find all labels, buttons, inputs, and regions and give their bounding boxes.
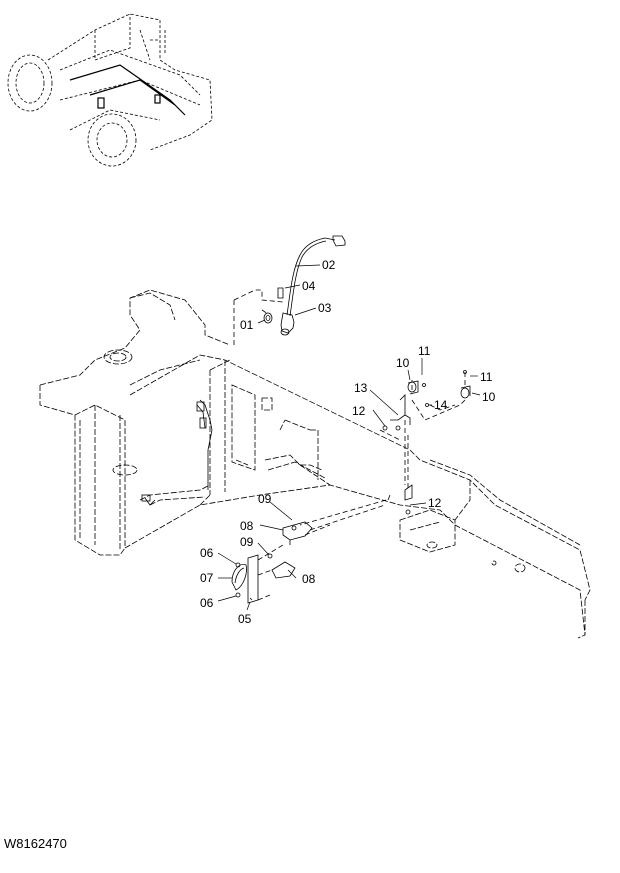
callout-07: 07 [200, 571, 214, 585]
callout-02: 02 [322, 258, 336, 272]
callout-04: 04 [302, 279, 316, 293]
callout-11-upper: 11 [418, 344, 431, 358]
frame-harness [141, 399, 213, 506]
callout-03: 03 [318, 301, 332, 315]
callout-labels: 02 04 03 01 11 10 11 13 14 10 12 12 09 0… [200, 258, 496, 626]
callout-10-right: 10 [482, 390, 496, 404]
machine-overview-inset [7, 13, 213, 167]
leader-lines [217, 264, 481, 611]
callout-10-upper: 10 [396, 356, 410, 370]
callout-05: 05 [238, 612, 252, 626]
machine-frame [39, 289, 591, 639]
callout-12-lower: 12 [428, 496, 442, 510]
lower-assembly-lines [257, 524, 331, 601]
drawing-id: W8162470 [4, 836, 67, 851]
sensor-assembly-lines [233, 289, 284, 345]
callout-14: 14 [434, 398, 448, 412]
bracket-assembly-lines [299, 372, 466, 531]
callout-08-lower: 08 [302, 572, 316, 586]
callout-08-upper: 08 [240, 519, 254, 533]
callout-11-right: 11 [480, 370, 493, 384]
sensor-harness [263, 235, 346, 336]
callout-06-upper: 06 [200, 546, 214, 560]
callout-06-lower: 06 [200, 596, 214, 610]
callout-09-lower: 09 [240, 535, 254, 549]
callout-01: 01 [240, 318, 254, 332]
callout-12-upper: 12 [352, 404, 366, 418]
upper-right-brackets [382, 370, 471, 515]
callout-13: 13 [354, 381, 368, 395]
inset-harness-highlight [69, 64, 186, 116]
callout-09-upper: 09 [258, 492, 272, 506]
